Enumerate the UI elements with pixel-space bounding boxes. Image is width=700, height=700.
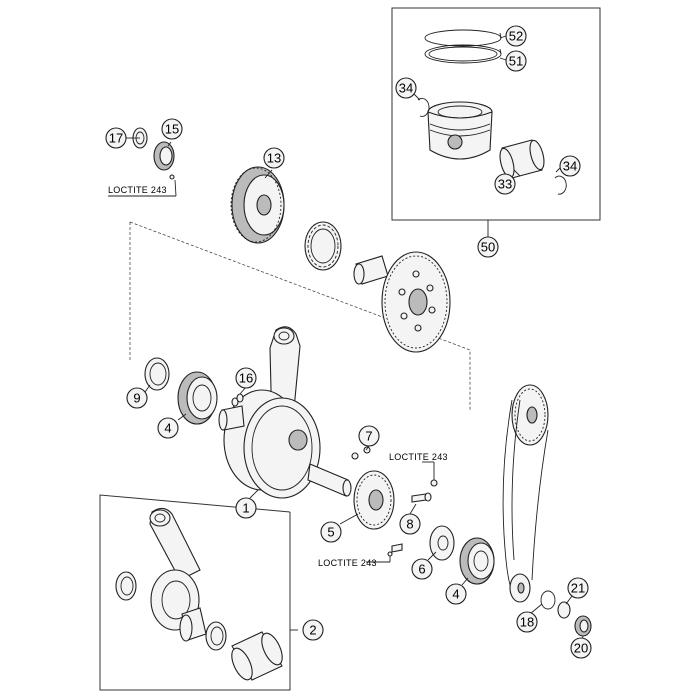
piston bbox=[427, 101, 493, 160]
svg-text:18: 18 bbox=[520, 615, 534, 630]
svg-text:2: 2 bbox=[309, 623, 316, 638]
svg-text:17: 17 bbox=[109, 131, 123, 146]
svg-text:13: 13 bbox=[267, 151, 281, 166]
svg-text:4: 4 bbox=[452, 587, 459, 602]
callouts: 52 51 34 34 33 50 17 15 13 9 4 16 1 7 5 … bbox=[105, 25, 592, 659]
svg-text:7: 7 bbox=[365, 429, 372, 444]
main-bearing-left bbox=[177, 371, 218, 425]
crankshaft-1 bbox=[218, 326, 352, 499]
leader-lines bbox=[125, 35, 584, 641]
needle-bearing bbox=[353, 255, 389, 285]
crank-pin bbox=[231, 631, 283, 681]
pins-7 bbox=[351, 446, 371, 460]
svg-text:5: 5 bbox=[327, 525, 334, 540]
primary-gear bbox=[381, 251, 451, 353]
roller-bearing-ring bbox=[304, 221, 342, 271]
callout-5: 5 bbox=[320, 521, 342, 543]
callout-21: 21 bbox=[567, 577, 589, 599]
svg-text:52: 52 bbox=[509, 29, 523, 44]
callout-50: 50 bbox=[477, 236, 499, 258]
svg-text:33: 33 bbox=[498, 177, 512, 192]
circlip-left bbox=[417, 97, 430, 117]
callout-34-left: 34 bbox=[395, 77, 417, 99]
callout-18: 18 bbox=[516, 611, 538, 633]
callout-17: 17 bbox=[105, 127, 127, 149]
callout-16: 16 bbox=[235, 367, 257, 389]
loctite-label-middle: LOCTITE 243 bbox=[389, 452, 448, 462]
circlip-right bbox=[554, 175, 567, 195]
dowel-16 bbox=[231, 393, 244, 407]
svg-text:20: 20 bbox=[574, 641, 588, 656]
flywheel-13 bbox=[230, 166, 285, 244]
timing-chain bbox=[502, 384, 549, 603]
piston-assembly-box bbox=[391, 7, 601, 221]
callout-4-left: 4 bbox=[157, 417, 179, 439]
svg-text:1: 1 bbox=[242, 501, 249, 516]
seal-9 bbox=[144, 357, 170, 391]
connecting-rod-box-group bbox=[99, 494, 298, 691]
loctite-label-bottom: LOCTITE 243 bbox=[318, 558, 377, 568]
callout-7: 7 bbox=[358, 425, 380, 447]
washer-6 bbox=[429, 525, 455, 561]
svg-text:51: 51 bbox=[509, 54, 523, 69]
svg-text:34: 34 bbox=[563, 159, 577, 174]
piston-ring-upper bbox=[424, 29, 502, 47]
loctite-label-top: LOCTITE 243 bbox=[108, 185, 167, 195]
svg-text:6: 6 bbox=[418, 562, 425, 577]
piston-ring-lower bbox=[424, 44, 502, 64]
callout-15: 15 bbox=[161, 118, 183, 140]
washer-18 bbox=[540, 590, 556, 610]
connecting-rod-box bbox=[99, 494, 291, 691]
callout-13: 13 bbox=[263, 147, 285, 169]
main-bearing-right bbox=[459, 537, 495, 585]
big-end-bearing bbox=[179, 607, 207, 642]
svg-text:9: 9 bbox=[133, 391, 140, 406]
alignment-line-upper bbox=[129, 221, 471, 410]
callout-9: 9 bbox=[126, 387, 148, 409]
callout-2: 2 bbox=[302, 619, 324, 641]
piston-assembly-group bbox=[391, 7, 601, 238]
bolt-lower bbox=[387, 543, 403, 557]
callout-52: 52 bbox=[505, 25, 527, 47]
callout-4-right: 4 bbox=[445, 583, 467, 605]
svg-text:4: 4 bbox=[164, 421, 171, 436]
callout-33: 33 bbox=[494, 173, 516, 195]
callout-6: 6 bbox=[411, 558, 433, 580]
callout-20: 20 bbox=[570, 637, 592, 659]
callout-51: 51 bbox=[505, 50, 527, 72]
bearing-15 bbox=[153, 141, 175, 180]
svg-text:50: 50 bbox=[481, 240, 495, 255]
callout-1: 1 bbox=[235, 497, 257, 519]
callout-34-right: 34 bbox=[559, 155, 581, 177]
svg-text:15: 15 bbox=[165, 122, 179, 137]
piston-pin bbox=[499, 139, 545, 179]
svg-text:34: 34 bbox=[399, 81, 413, 96]
svg-text:8: 8 bbox=[406, 517, 413, 532]
nut-20 bbox=[574, 615, 592, 637]
svg-text:21: 21 bbox=[571, 581, 585, 596]
svg-text:16: 16 bbox=[239, 371, 253, 386]
callout-8: 8 bbox=[399, 513, 421, 535]
washer-21 bbox=[557, 601, 571, 619]
bolt-8 bbox=[411, 479, 438, 503]
gear-5 bbox=[353, 470, 395, 530]
